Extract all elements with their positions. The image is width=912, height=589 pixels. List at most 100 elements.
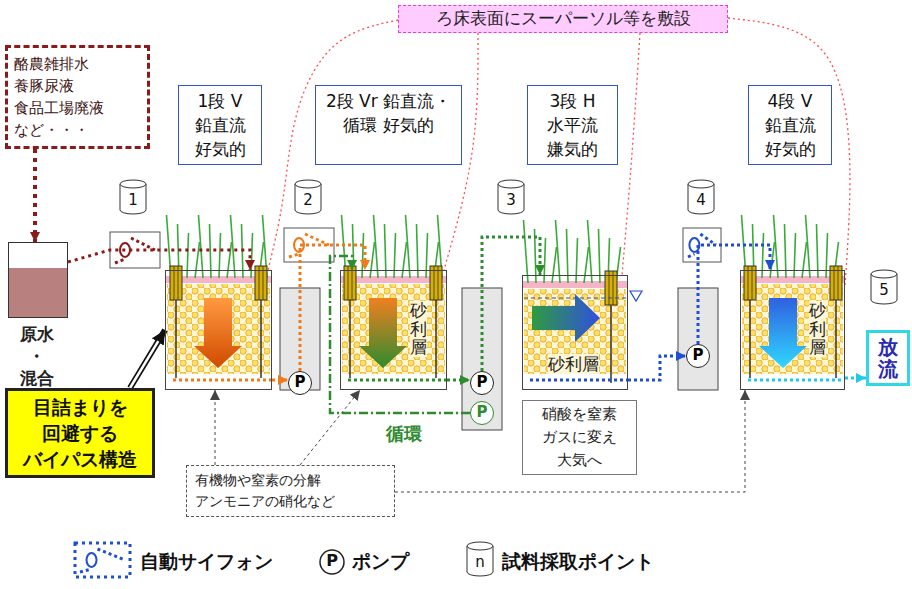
standpipe [830,266,842,300]
legend-symbol-text: P [320,551,344,571]
node-text: 4段 V 鉛直流 好気的 [751,89,829,161]
connector [395,390,745,492]
plant-leaf [802,242,807,278]
pump-circle: P [686,344,710,368]
node-text: ろ床表面にスーパーソル等を敷設 [399,6,727,30]
plant-leaf [406,215,411,278]
wetland-bed: 砂利層 [740,270,845,390]
connector-inner [130,341,158,388]
node-text: P [289,372,311,393]
drain-line [748,379,845,382]
node-text: 2段 Vr 鉛直流・循環 好気的 [318,89,459,137]
note-box: 硝酸を窒素 ガスに変え 大気へ [522,400,637,475]
plant-leaf [370,242,375,278]
plant-leaf [774,215,779,278]
legend-text: 自動サイフォン [140,548,273,574]
node-text: 砂利層 [410,301,427,357]
sample-cylinder-top [871,270,897,278]
connector [698,245,770,344]
node-text: 1段 V 鉛直流 好気的 [181,89,259,161]
connector [68,250,250,270]
drain-line [530,379,628,382]
node-text: 放流 [878,336,898,380]
connector [622,33,640,275]
node-text: 酪農雑排水 養豚尿液 食品工場廃液 など・・・ [14,53,141,141]
sample-cylinder-top [120,180,146,188]
standpipe-line [838,266,839,300]
node-text: 原水 ・ 混合 [17,323,56,389]
gravel-layer [742,284,843,374]
standpipe-line [434,266,435,300]
standpipe [255,266,267,300]
plant-leaf [524,220,529,283]
note-box: 目詰まりを 回避する バイパス構造 [5,388,155,478]
standpipe-line [263,266,264,300]
plant-leaf [544,238,546,283]
plant-leaf [556,220,561,283]
pipe-stem [175,300,177,378]
stage-box: 4段 V 鉛直流 好気的 [748,85,832,165]
plant-leaf [394,233,396,278]
stage-box: 3段 H 水平流 嫌気的 [527,85,618,165]
plant-leaf [199,215,204,278]
siphon-icon [80,549,125,572]
sample-cylinder-top [688,180,714,188]
connector [300,390,360,465]
plant-leaf [426,233,428,278]
plant-leaf [374,215,379,278]
plant-leaf [826,233,828,278]
standpipe-line [438,266,439,300]
discharge-box: 放流 [866,330,910,386]
sample-cylinder-top [498,180,524,188]
connector [130,330,165,388]
plant-leaf [552,247,557,283]
connector [447,379,470,382]
pipe-stem [835,300,837,378]
callout-number: 5 [871,280,897,300]
siphon-legend [75,543,130,577]
connector [845,377,866,380]
wetland-bed: 砂利層 [522,275,628,390]
connector [215,390,216,465]
pump-sump [678,288,718,390]
standpipe [344,266,356,300]
raw-water-tank: 原水 ・ 混合 [8,242,68,318]
standpipe-line [174,266,175,300]
plant-leaf [402,242,407,278]
connector [728,18,850,285]
plant-leaf [195,242,200,278]
callout-number: 1 [120,190,146,210]
plant-leaf [806,215,811,278]
callout-box: ろ床表面にスーパーソル等を敷設 [398,5,728,33]
standpipe [744,266,756,300]
standpipe-line [609,271,610,305]
pump-circle: P [470,401,494,425]
plant-leaf [227,242,232,278]
node-text: 砂利層 [548,354,599,374]
wetland-bed: 砂利層 [340,270,447,390]
pipe-stem [260,300,262,378]
node-text: 目詰まりを 回避する バイパス構造 [11,394,149,472]
legend-text: ポンプ [352,548,409,574]
standpipe-line [178,266,179,300]
flow-arrow [359,298,407,368]
drain-line [173,379,272,382]
callout-number: 4 [688,190,714,210]
standpipe [605,271,617,305]
pipe-stem [435,300,437,378]
plant-leaf [187,233,189,278]
pipe-stem [749,300,751,378]
stage-box: 2段 Vr 鉛直流・循環 好気的 [315,85,462,165]
flow-arrow [194,298,242,368]
legend-symbol-text: n [467,552,493,572]
node-text: 砂利層 [809,301,826,357]
plant-leaf [794,233,796,278]
source-box: 酪農雑排水 養豚尿液 食品工場廃液 など・・・ [5,45,150,149]
legend-text: 試料採取ポイント [502,548,654,574]
pump-legend-symbol [320,550,344,574]
standpipe [170,266,182,300]
connector [330,256,470,413]
siphon-icon [115,238,155,263]
